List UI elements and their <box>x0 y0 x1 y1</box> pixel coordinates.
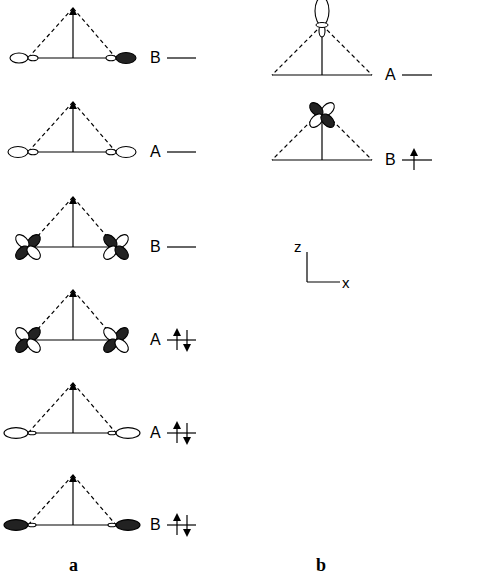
symmetry-label: B <box>385 151 396 169</box>
symmetry-label: A <box>385 66 396 84</box>
symmetry-label: A <box>150 424 161 442</box>
panel-letter: b <box>316 556 326 574</box>
bond-dashed <box>73 383 116 433</box>
orbital-lobe <box>315 0 329 25</box>
orbital-torus <box>316 23 328 28</box>
orbital-lobe <box>318 111 336 129</box>
bond-dashed <box>272 25 322 75</box>
energy-level <box>167 339 196 340</box>
axis-label: z <box>294 238 302 256</box>
electron-down <box>186 515 187 533</box>
bond-line <box>28 524 116 525</box>
orbital-lobe <box>24 243 42 261</box>
energy-level <box>402 74 432 75</box>
symmetry-label: B <box>150 49 161 67</box>
axis-z <box>306 252 307 282</box>
bond-dashed <box>73 8 116 58</box>
axis-label: x <box>342 274 350 292</box>
bond-line <box>28 339 116 340</box>
bond-line <box>28 57 116 58</box>
axis-x <box>307 281 340 282</box>
bond-dashed <box>73 475 116 525</box>
axis-arrow <box>72 11 73 58</box>
orbital-lobe <box>108 431 116 435</box>
orbital-lobe <box>24 336 42 354</box>
orbital-lobe <box>112 336 130 354</box>
orbital-lobe <box>28 523 36 527</box>
axis-arrow <box>72 105 73 152</box>
bond-dashed <box>28 102 73 152</box>
bond-dashed <box>28 475 73 525</box>
electron-down <box>186 423 187 441</box>
energy-level <box>167 524 196 525</box>
orbital-lobe <box>112 243 130 261</box>
orbital-lobe <box>106 55 116 61</box>
orbital-lobe <box>28 149 38 155</box>
electron-up <box>176 425 177 443</box>
orbital-lobe <box>4 428 28 439</box>
energy-level <box>167 246 196 247</box>
axis-arrow <box>72 386 73 433</box>
axis-arrow <box>72 200 73 247</box>
orbital-lobe <box>106 149 116 155</box>
orbital-lobe <box>108 523 116 527</box>
orbital-lobe <box>28 55 38 61</box>
electron-down <box>186 330 187 348</box>
bond-dashed <box>28 8 73 58</box>
electron-up <box>176 517 177 535</box>
orbital-lobe <box>4 520 28 531</box>
bond-dashed <box>73 102 116 152</box>
panel-letter: a <box>69 556 78 574</box>
symmetry-label: A <box>150 143 161 161</box>
symmetry-label: A <box>150 331 161 349</box>
orbital-lobe <box>116 53 136 64</box>
orbital-lobe <box>116 147 136 158</box>
bond-line <box>28 246 116 247</box>
orbital-lobe <box>28 431 36 435</box>
bond-dashed <box>322 25 372 75</box>
orbital-lobe <box>116 520 140 531</box>
axis-arrow <box>72 478 73 525</box>
symmetry-label: B <box>150 516 161 534</box>
energy-level <box>167 151 196 152</box>
orbital-lobe <box>8 147 28 158</box>
bond-dashed <box>28 383 73 433</box>
bond-line <box>28 151 116 152</box>
electron-up <box>176 332 177 350</box>
energy-level <box>402 159 432 160</box>
bond-line <box>28 432 116 433</box>
energy-level <box>167 57 196 58</box>
electron-up <box>413 152 414 170</box>
orbital-lobe <box>10 53 28 63</box>
orbital-lobe <box>116 428 140 439</box>
energy-level <box>167 432 196 433</box>
symmetry-label: B <box>150 238 161 256</box>
axis-arrow <box>72 293 73 340</box>
